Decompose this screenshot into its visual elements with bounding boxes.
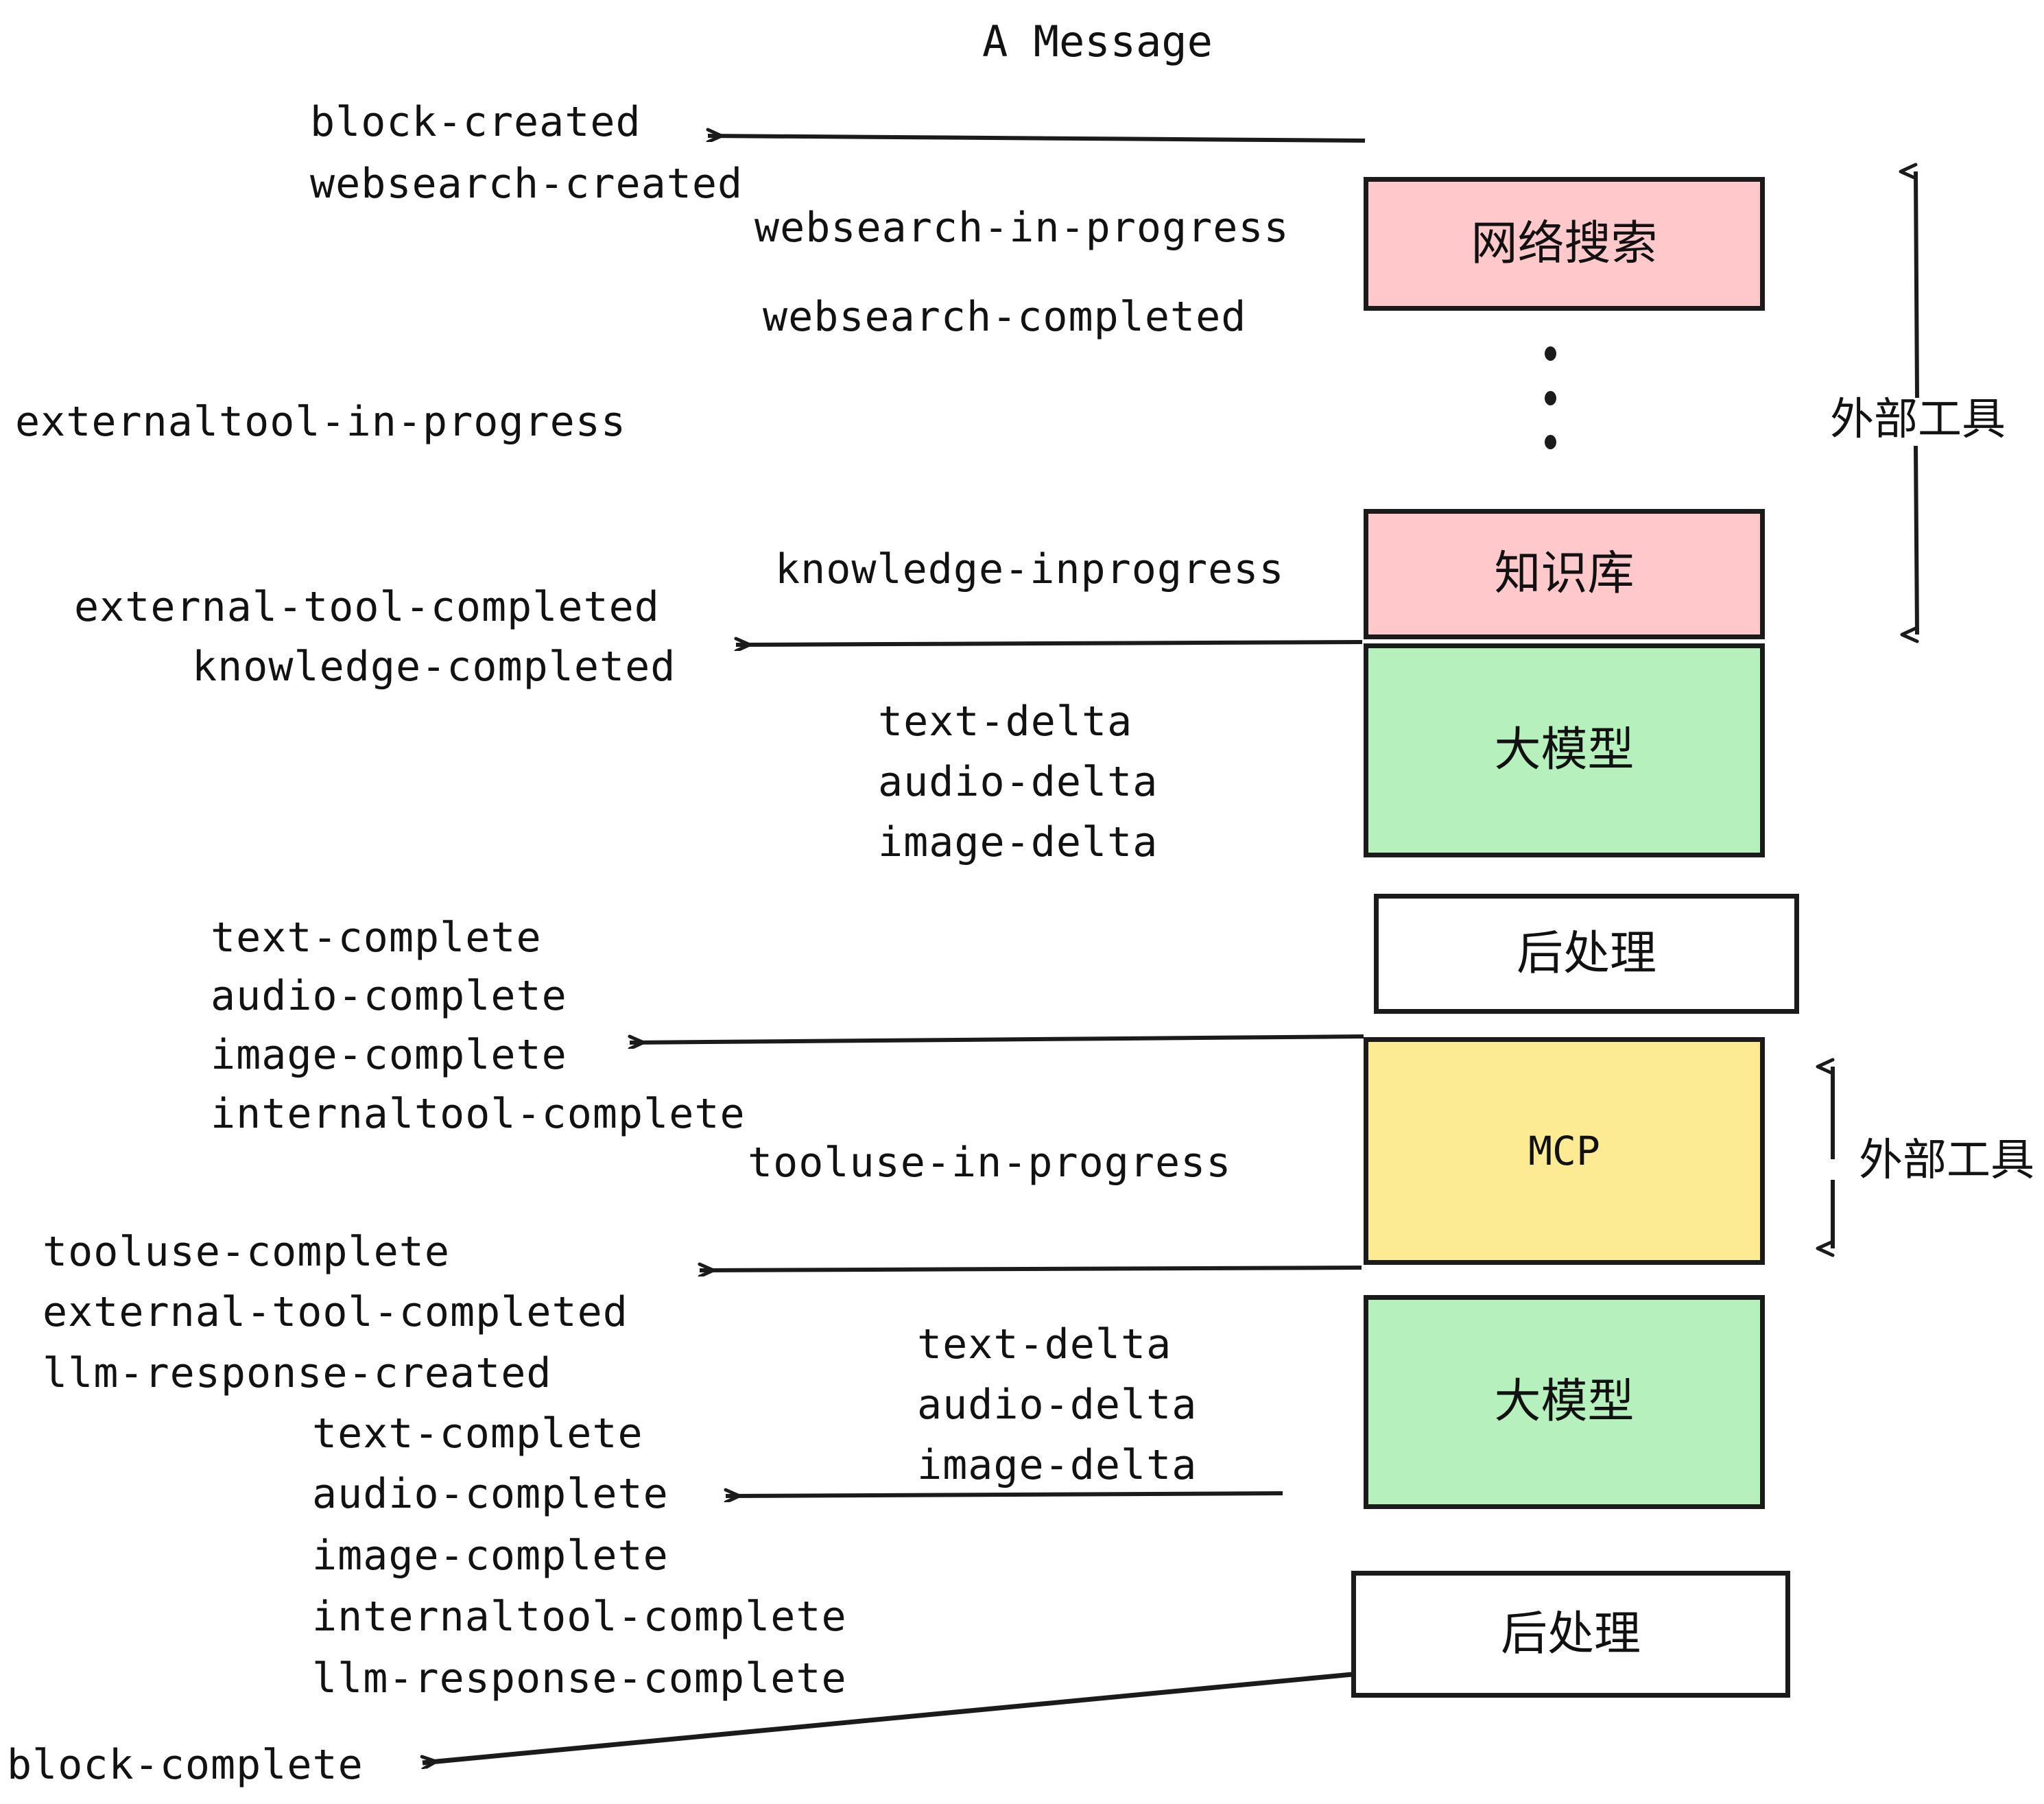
event-image-delta-1: image-delta	[878, 818, 1158, 866]
event-audio-complete-2: audio-complete	[312, 1470, 669, 1518]
page-title: A Message	[982, 16, 1213, 67]
label-external-tool-bottom: 外部工具	[1859, 1135, 2034, 1186]
event-image-delta-2: image-delta	[917, 1441, 1198, 1489]
arrow-postprocess1-to-imagecomplete	[630, 1034, 1364, 1043]
event-llm-response-complete: llm-response-complete	[312, 1654, 847, 1702]
event-text-complete-2: text-complete	[312, 1410, 643, 1458]
node-knowledge: 知识库	[1364, 509, 1765, 639]
event-knowledge-inprogress: knowledge-inprogress	[775, 545, 1285, 593]
arrow-llm2-to-audiocomplete	[726, 1493, 1283, 1496]
arrow-websearch-to-blockcreated	[708, 136, 1366, 143]
event-websearch-completed: websearch-completed	[763, 293, 1247, 341]
event-block-complete: block-complete	[7, 1741, 364, 1789]
event-tooluse-in-progress: tooluse-in-progress	[748, 1139, 1232, 1187]
event-text-delta-2: text-delta	[917, 1320, 1172, 1368]
node-mcp-label: MCP	[1528, 1128, 1600, 1174]
event-internaltool-complete-1: internaltool-complete	[211, 1090, 746, 1138]
node-websearch: 网络搜索	[1364, 177, 1765, 311]
node-mcp: MCP	[1364, 1037, 1765, 1265]
event-externaltool-in-progress: externaltool-in-progress	[15, 398, 626, 446]
event-audio-delta-2: audio-delta	[917, 1381, 1198, 1429]
arrow-knowledge-to-completed	[736, 642, 1363, 645]
event-text-complete-1: text-complete	[211, 914, 542, 962]
node-websearch-label: 网络搜索	[1471, 216, 1658, 271]
event-image-complete-2: image-complete	[312, 1532, 669, 1580]
node-knowledge-label: 知识库	[1494, 547, 1635, 601]
node-postprocess-1-label: 后处理	[1516, 926, 1656, 981]
event-block-created: block-created	[310, 98, 641, 146]
event-websearch-created: websearch-created	[310, 160, 744, 208]
node-llm-1-label: 大模型	[1494, 723, 1635, 777]
event-external-tool-completed-1: external-tool-completed	[74, 583, 660, 631]
label-external-tool-top: 外部工具	[1830, 394, 2006, 445]
event-internaltool-complete-2: internaltool-complete	[312, 1593, 847, 1641]
node-postprocess-1: 后处理	[1374, 894, 1799, 1014]
node-llm-2-label: 大模型	[1494, 1375, 1635, 1429]
arrow-mcp-to-tooluse-complete	[700, 1268, 1362, 1270]
event-external-tool-completed-2: external-tool-completed	[43, 1288, 628, 1336]
node-postprocess-2: 后处理	[1351, 1571, 1790, 1698]
event-text-delta-1: text-delta	[878, 698, 1133, 746]
node-postprocess-2-label: 后处理	[1500, 1606, 1641, 1661]
event-websearch-in-progress: websearch-in-progress	[754, 204, 1290, 252]
event-tooluse-complete: tooluse-complete	[43, 1228, 450, 1276]
event-llm-response-created: llm-response-created	[43, 1349, 552, 1397]
event-image-complete-1: image-complete	[211, 1031, 567, 1079]
event-audio-delta-1: audio-delta	[878, 758, 1158, 806]
node-llm-1: 大模型	[1364, 643, 1765, 857]
node-llm-2: 大模型	[1364, 1295, 1765, 1509]
event-knowledge-completed: knowledge-completed	[192, 643, 676, 691]
ellipsis-vertical-icon	[1543, 346, 1557, 449]
event-audio-complete-1: audio-complete	[211, 972, 567, 1020]
